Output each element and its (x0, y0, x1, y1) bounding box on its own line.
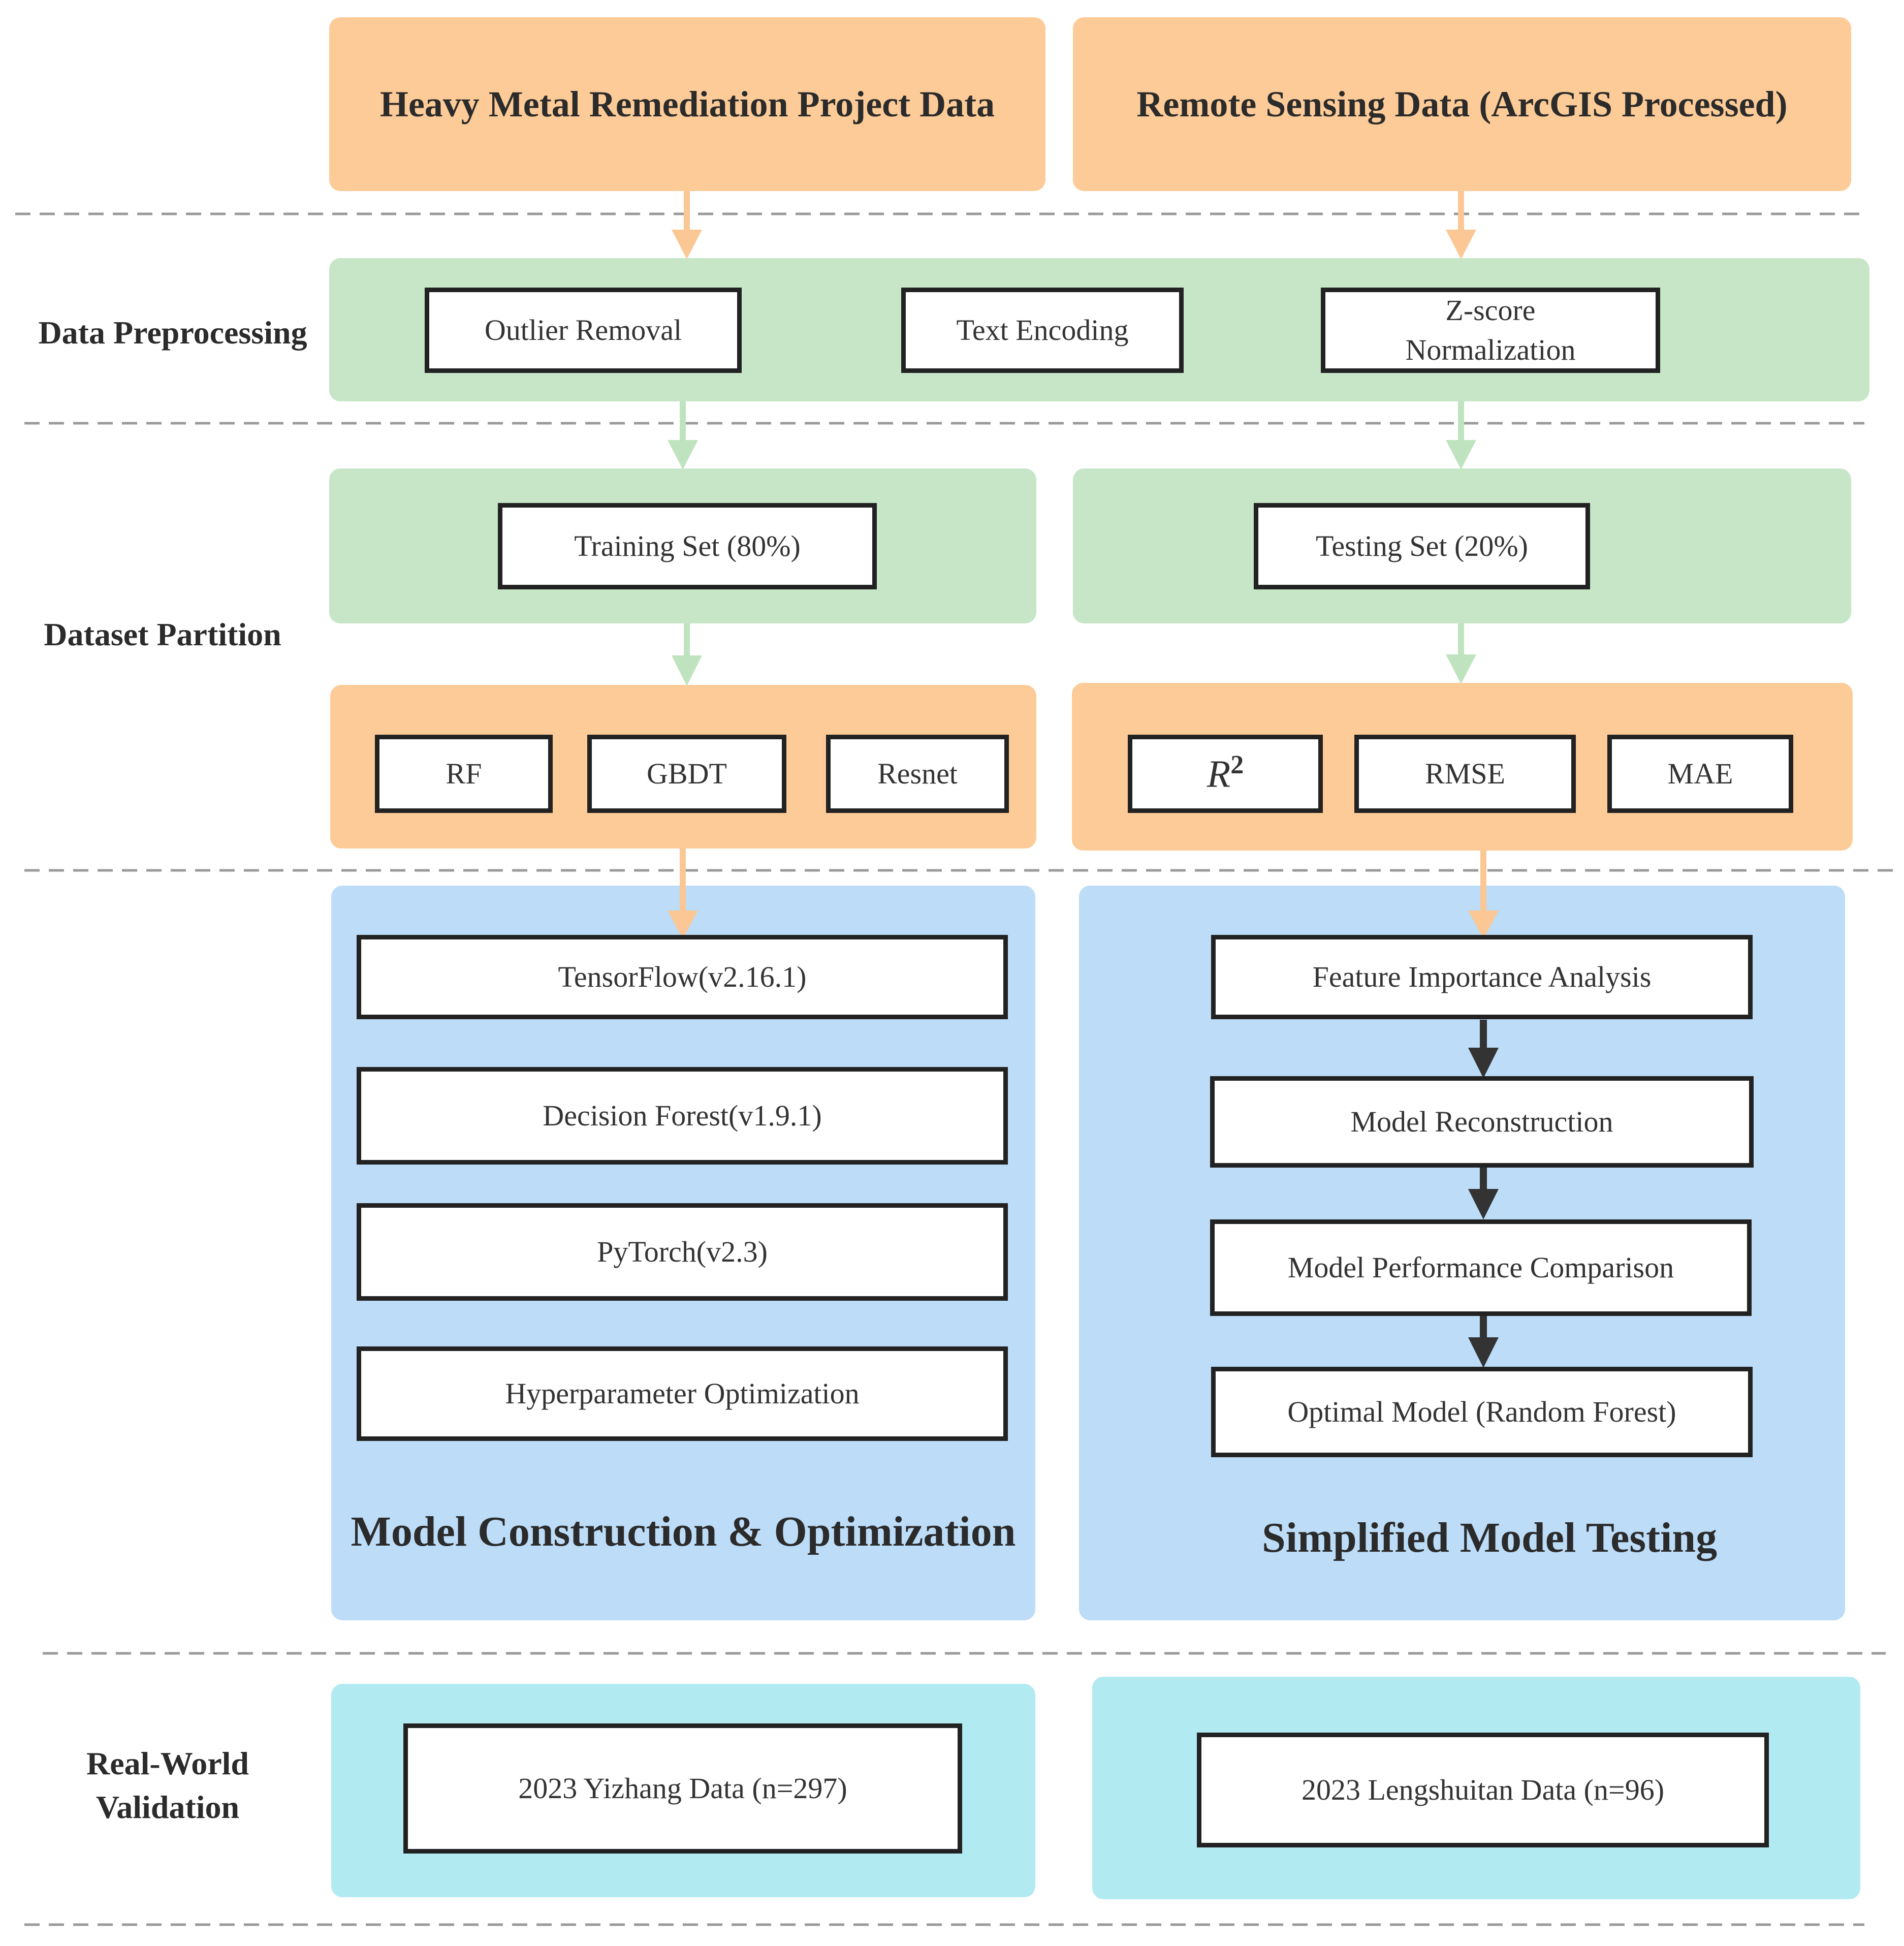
arrow-flow-1 (1468, 1020, 1499, 1078)
source-left-panel: Heavy Metal Remediation Project Data (329, 17, 1045, 191)
model-resnet-label: Resnet (877, 757, 958, 791)
metric-r2-label: R2 (1207, 750, 1244, 796)
arrow-models-construction (668, 849, 698, 939)
validation-yizhang-label: 2023 Yizhang Data (n=297) (518, 1772, 847, 1805)
metric-rmse-box: RMSE (1354, 735, 1576, 813)
model-gbdt-label: GBDT (647, 757, 727, 791)
testing-title: Simplified Model Testing (1262, 1514, 1718, 1561)
arrow-testing-metrics (1446, 623, 1476, 684)
validation-lengshuitan-box: 2023 Lengshuitan Data (n=96) (1197, 1733, 1769, 1847)
construction-item-box: TensorFlow(v2.16.1) (357, 935, 1008, 1019)
metric-mae-label: MAE (1667, 757, 1733, 791)
construction-item-box: Hyperparameter Optimization (357, 1346, 1008, 1441)
text-encoding-box: Text Encoding (901, 288, 1184, 373)
construction-item-label: TensorFlow(v2.16.1) (558, 960, 807, 994)
model-gbdt-box: GBDT (587, 735, 786, 813)
construction-item-label: Hyperparameter Optimization (505, 1377, 860, 1410)
metric-r2-box: R2 (1128, 735, 1323, 813)
testing-step-box: Feature Importance Analysis (1211, 935, 1753, 1019)
construction-item-box: Decision Forest(v1.9.1) (357, 1067, 1008, 1165)
arrow-flow-2 (1468, 1168, 1499, 1219)
stage-label-preprocessing: Data Preprocessing (38, 315, 307, 351)
arrow-source-right (1446, 191, 1476, 259)
arrow-preprocess-left (668, 401, 698, 469)
text-encoding-label: Text Encoding (956, 313, 1129, 347)
testing-step-box: Model Performance Comparison (1210, 1219, 1752, 1316)
zscore-normalization-box: Z-score Normalization (1321, 288, 1660, 373)
model-rf-label: RF (446, 757, 482, 791)
validation-yizhang-box: 2023 Yizhang Data (n=297) (403, 1723, 962, 1854)
testing-step-box: Model Reconstruction (1210, 1076, 1754, 1168)
construction-item-label: PyTorch(v2.3) (597, 1235, 768, 1269)
arrow-preprocess-right (1446, 401, 1476, 469)
construction-title: Model Construction & Optimization (351, 1508, 1016, 1555)
training-set-box: Training Set (80%) (498, 503, 877, 589)
source-right-panel: Remote Sensing Data (ArcGIS Processed) (1073, 17, 1851, 191)
arrow-metrics-testing (1468, 851, 1499, 939)
source-right-label: Remote Sensing Data (ArcGIS Processed) (1136, 83, 1788, 124)
testing-set-box: Testing Set (20%) (1254, 503, 1590, 589)
construction-item-label: Decision Forest(v1.9.1) (543, 1099, 822, 1133)
arrow-source-left (672, 191, 702, 259)
metric-rmse-label: RMSE (1425, 757, 1505, 791)
stage-label-validation: Real-World Validation (86, 1745, 249, 1826)
testing-step-label: Model Reconstruction (1350, 1105, 1613, 1139)
outlier-removal-box: Outlier Removal (425, 288, 742, 373)
construction-item-box: PyTorch(v2.3) (357, 1203, 1008, 1301)
zscore-normalization-label: Z-score Normalization (1405, 293, 1576, 366)
metric-mae-box: MAE (1607, 735, 1793, 813)
model-rf-box: RF (375, 735, 553, 813)
arrow-flow-3 (1468, 1316, 1499, 1368)
testing-step-box: Optimal Model (Random Forest) (1211, 1367, 1753, 1457)
model-resnet-box: Resnet (826, 735, 1009, 813)
training-set-label: Training Set (80%) (574, 529, 801, 563)
testing-step-label: Feature Importance Analysis (1312, 960, 1652, 994)
outlier-removal-label: Outlier Removal (484, 313, 682, 347)
validation-lengshuitan-label: 2023 Lengshuitan Data (n=96) (1301, 1773, 1665, 1807)
testing-step-label: Model Performance Comparison (1287, 1251, 1674, 1284)
testing-set-label: Testing Set (20%) (1316, 529, 1528, 563)
stage-label-partition: Dataset Partition (44, 616, 281, 652)
arrow-training-models (672, 623, 702, 686)
testing-step-label: Optimal Model (Random Forest) (1287, 1395, 1676, 1429)
source-left-label: Heavy Metal Remediation Project Data (379, 83, 995, 124)
